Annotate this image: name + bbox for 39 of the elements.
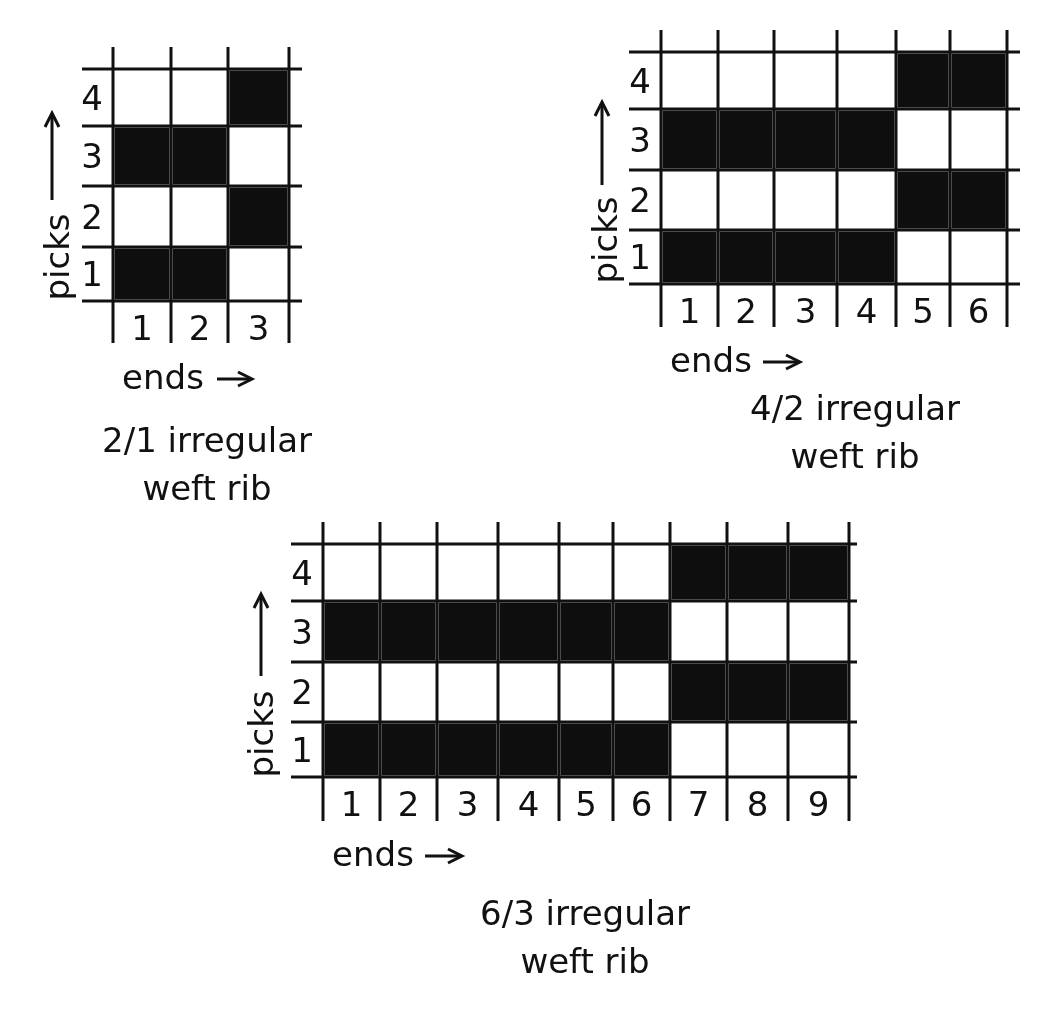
end-number: 5 — [912, 294, 934, 328]
end-number: 2 — [188, 311, 211, 345]
pick-number: 2 — [291, 675, 313, 709]
axis-label: picks — [244, 690, 278, 778]
pick-number: 1 — [291, 732, 313, 767]
end-number: 3 — [456, 787, 479, 821]
end-number: 6 — [630, 787, 653, 821]
axis-label: ends — [332, 837, 414, 871]
end-number: 1 — [340, 787, 363, 821]
axis-label: ends — [670, 343, 752, 377]
pick-number: 2 — [629, 183, 651, 217]
weave-caption: 4/2 irregular weft rib — [749, 387, 961, 478]
end-number: 1 — [131, 311, 153, 345]
pick-number: 3 — [81, 139, 103, 173]
end-number: 1 — [678, 294, 701, 328]
end-number: 3 — [794, 294, 817, 328]
end-number: 5 — [575, 787, 597, 821]
weave-caption: 2/1 irregular weft rib — [101, 419, 313, 510]
end-number: 4 — [517, 787, 540, 821]
end-number: 4 — [855, 294, 878, 328]
end-number: 3 — [247, 311, 270, 345]
pick-number: 2 — [81, 199, 103, 234]
weave-caption: 6/3 irregular weft rib — [479, 892, 691, 983]
pick-number: 1 — [629, 240, 651, 274]
end-number: 6 — [967, 294, 990, 328]
pick-number: 3 — [291, 614, 313, 649]
pick-number: 4 — [629, 63, 651, 98]
axis-label: picks — [588, 196, 622, 284]
axis-label: picks — [40, 213, 74, 301]
pick-number: 4 — [81, 80, 103, 115]
end-number: 2 — [397, 787, 420, 821]
pick-number: 4 — [291, 555, 313, 590]
end-number: 2 — [735, 294, 757, 328]
pick-number: 3 — [629, 122, 651, 157]
end-number: 7 — [687, 787, 710, 821]
axis-label: ends — [122, 360, 204, 394]
end-number: 8 — [746, 787, 769, 821]
pick-number: 1 — [81, 257, 103, 291]
end-number: 9 — [807, 787, 830, 821]
